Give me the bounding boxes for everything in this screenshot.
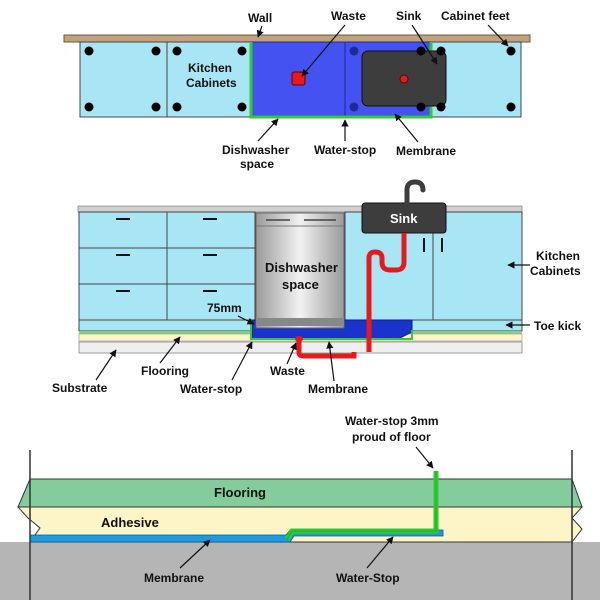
label-kitchen-cabinets-2: Cabinets: [186, 76, 237, 90]
label-toe-kick: Toe kick: [534, 319, 581, 333]
label-front-kitchen-1: Kitchen: [536, 249, 580, 263]
arrow-flooring: [159, 336, 181, 364]
arrow-section-note: [415, 446, 434, 469]
cabinet-foot: [506, 102, 516, 112]
label-sink: Sink: [396, 9, 422, 23]
cabinet-foot: [416, 46, 426, 56]
label-section-note-2: proud of floor: [352, 430, 431, 444]
front-benchtop: [77, 205, 523, 213]
sink-tap: [404, 179, 426, 206]
wall-benchtop: [63, 34, 531, 43]
section-substrate: [0, 542, 600, 600]
plan-sink-drain: [399, 74, 409, 84]
cabinet-foot: [151, 102, 161, 112]
cabinet-foot: [349, 102, 359, 112]
label-kitchen-cabinets-1: Kitchen: [188, 61, 232, 75]
label-front-dishwasher-1: Dishwasher: [265, 260, 338, 275]
cabinet-foot: [237, 102, 247, 112]
cabinet-foot: [172, 46, 182, 56]
cabinet-foot: [84, 102, 94, 112]
label-substrate: Substrate: [52, 381, 108, 395]
label-front-dishwasher-2: space: [282, 277, 319, 292]
arrow-front-water-stop: [231, 341, 253, 381]
dishwasher-waste-pipe: [296, 340, 357, 359]
cabinet-foot: [237, 46, 247, 56]
label-wall: Wall: [248, 11, 272, 25]
cabinet-foot: [436, 46, 446, 56]
label-flooring: Flooring: [141, 364, 189, 378]
arrow-sink: [411, 24, 438, 65]
arrow-section-membrane: [179, 539, 211, 569]
plan-view: Wall Waste Sink Cabinet feet Kitchen Cab…: [63, 9, 531, 171]
section-flooring: [17, 478, 583, 508]
arrow-75mm: [237, 315, 255, 325]
label-section-adhesive: Adhesive: [101, 515, 159, 530]
cabinet-foot: [172, 102, 182, 112]
arrow-substrate: [95, 349, 117, 381]
label-section-note-1: Water-stop 3mm: [345, 414, 439, 428]
cabinet-foot: [436, 102, 446, 112]
arrow-section-water-stop: [366, 536, 394, 569]
label-waste: Waste: [331, 9, 366, 23]
label-section-water-stop: Water-Stop: [336, 571, 400, 585]
arrow-membrane: [394, 113, 419, 143]
arrow-waste: [301, 24, 346, 77]
label-section-flooring: Flooring: [214, 485, 266, 500]
cabinet-foot: [416, 102, 426, 112]
arrow-front-waste: [286, 342, 297, 365]
front-view: Sink Dishwasher space Kitchen Cabinets 7…: [52, 179, 581, 396]
label-section-membrane: Membrane: [144, 571, 204, 585]
arrow-wall: [256, 25, 264, 38]
arrow-cabinet-feet: [487, 24, 509, 47]
cabinet-foot: [506, 46, 516, 56]
label-membrane: Membrane: [396, 144, 456, 158]
arrow-front-membrane: [326, 341, 335, 382]
cabinet-foot: [349, 46, 359, 56]
label-front-kitchen-2: Cabinets: [530, 264, 581, 278]
section-view: Water-stop 3mm proud of floor Flooring A…: [0, 414, 600, 600]
plan-cabinets-left: [79, 41, 251, 118]
label-front-membrane: Membrane: [308, 382, 368, 396]
section-water-stop-outline: [286, 471, 437, 540]
label-front-water-stop: Water-stop: [180, 382, 242, 396]
cabinet-foot: [84, 46, 94, 56]
dishwasher-kickplate: [256, 318, 344, 326]
label-water-stop: Water-stop: [314, 143, 376, 157]
label-front-sink: Sink: [390, 211, 418, 226]
front-waste: [295, 336, 303, 342]
arrow-dishwasher-space: [257, 118, 279, 142]
dishwasher: [255, 212, 345, 329]
sink-waste-pipe: [366, 233, 407, 352]
label-front-waste: Waste: [270, 364, 305, 378]
label-75mm: 75mm: [207, 301, 242, 315]
cabinet-foot: [151, 46, 161, 56]
front-water-stop: [250, 320, 413, 340]
label-dishwasher-space-1: Dishwasher: [222, 143, 290, 157]
label-cabinet-feet: Cabinet feet: [441, 9, 510, 23]
label-dishwasher-space-2: space: [240, 157, 274, 171]
